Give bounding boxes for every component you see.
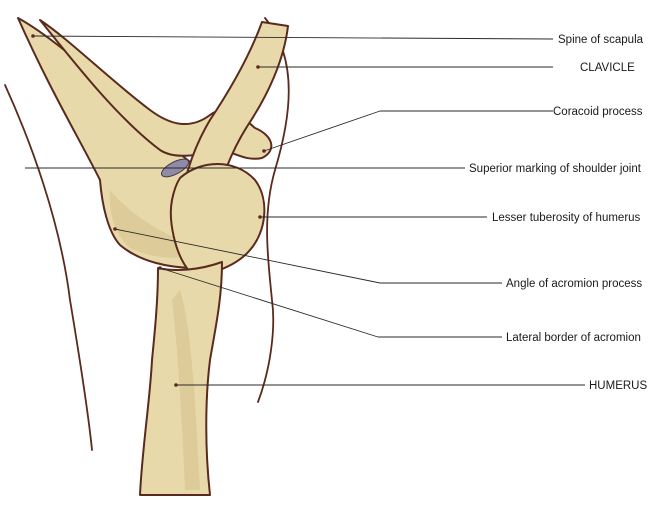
label-coracoid-process: Coracoid process <box>553 106 643 118</box>
dot-humerus <box>174 383 178 387</box>
label-lateral-border: Lateral border of acromion <box>506 332 641 344</box>
dot-angle-acromion <box>113 227 117 231</box>
dot-spine-of-scapula <box>31 34 35 38</box>
dot-coracoid <box>262 149 266 153</box>
label-angle-of-acromion: Angle of acromion process <box>506 278 642 290</box>
pointer-dots <box>31 34 266 387</box>
dot-lateral-border <box>158 266 162 270</box>
labels: Spine of scapula CLAVICLE Coracoid proce… <box>469 34 647 392</box>
dot-lesser-tuberosity <box>258 215 262 219</box>
label-humerus: HUMERUS <box>589 380 647 392</box>
label-spine-of-scapula: Spine of scapula <box>558 34 644 46</box>
humeral-head <box>169 163 266 273</box>
label-lesser-tuberosity: Lesser tuberosity of humerus <box>492 212 641 224</box>
skin-outline <box>4 17 290 451</box>
leader-angle-acromion <box>114 228 381 284</box>
label-clavicle: CLAVICLE <box>580 62 635 74</box>
leader-spine-of-scapula <box>32 35 554 40</box>
leader-lines <box>32 35 585 386</box>
humerus-shaft <box>139 261 223 496</box>
dot-clavicle <box>256 65 260 69</box>
leader-lateral-border <box>159 267 379 338</box>
leader-coracoid <box>263 110 381 152</box>
label-superior-marking: Superior marking of shoulder joint <box>469 163 642 175</box>
